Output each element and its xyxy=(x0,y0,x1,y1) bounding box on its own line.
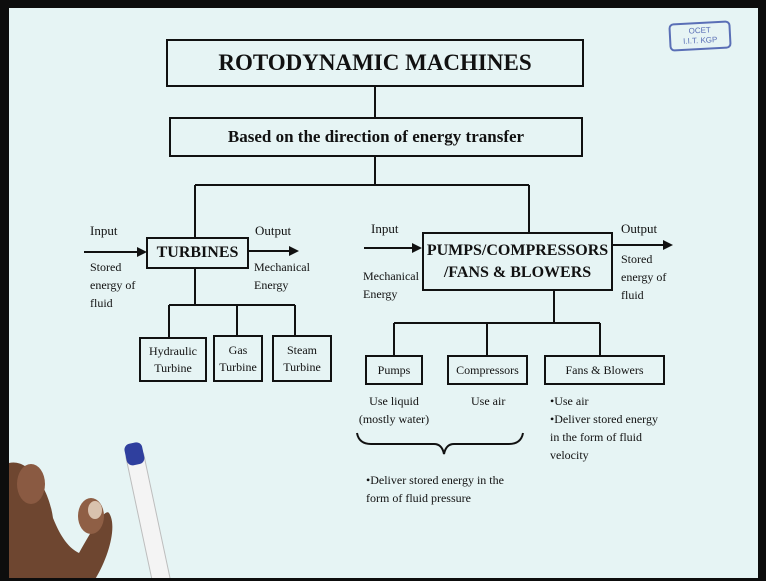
hand-and-pen xyxy=(9,8,758,578)
whiteboard: OCET I.I.T. KGP ROTODYNAMIC MACHINES Bas… xyxy=(9,8,758,578)
pen-body xyxy=(125,448,172,578)
